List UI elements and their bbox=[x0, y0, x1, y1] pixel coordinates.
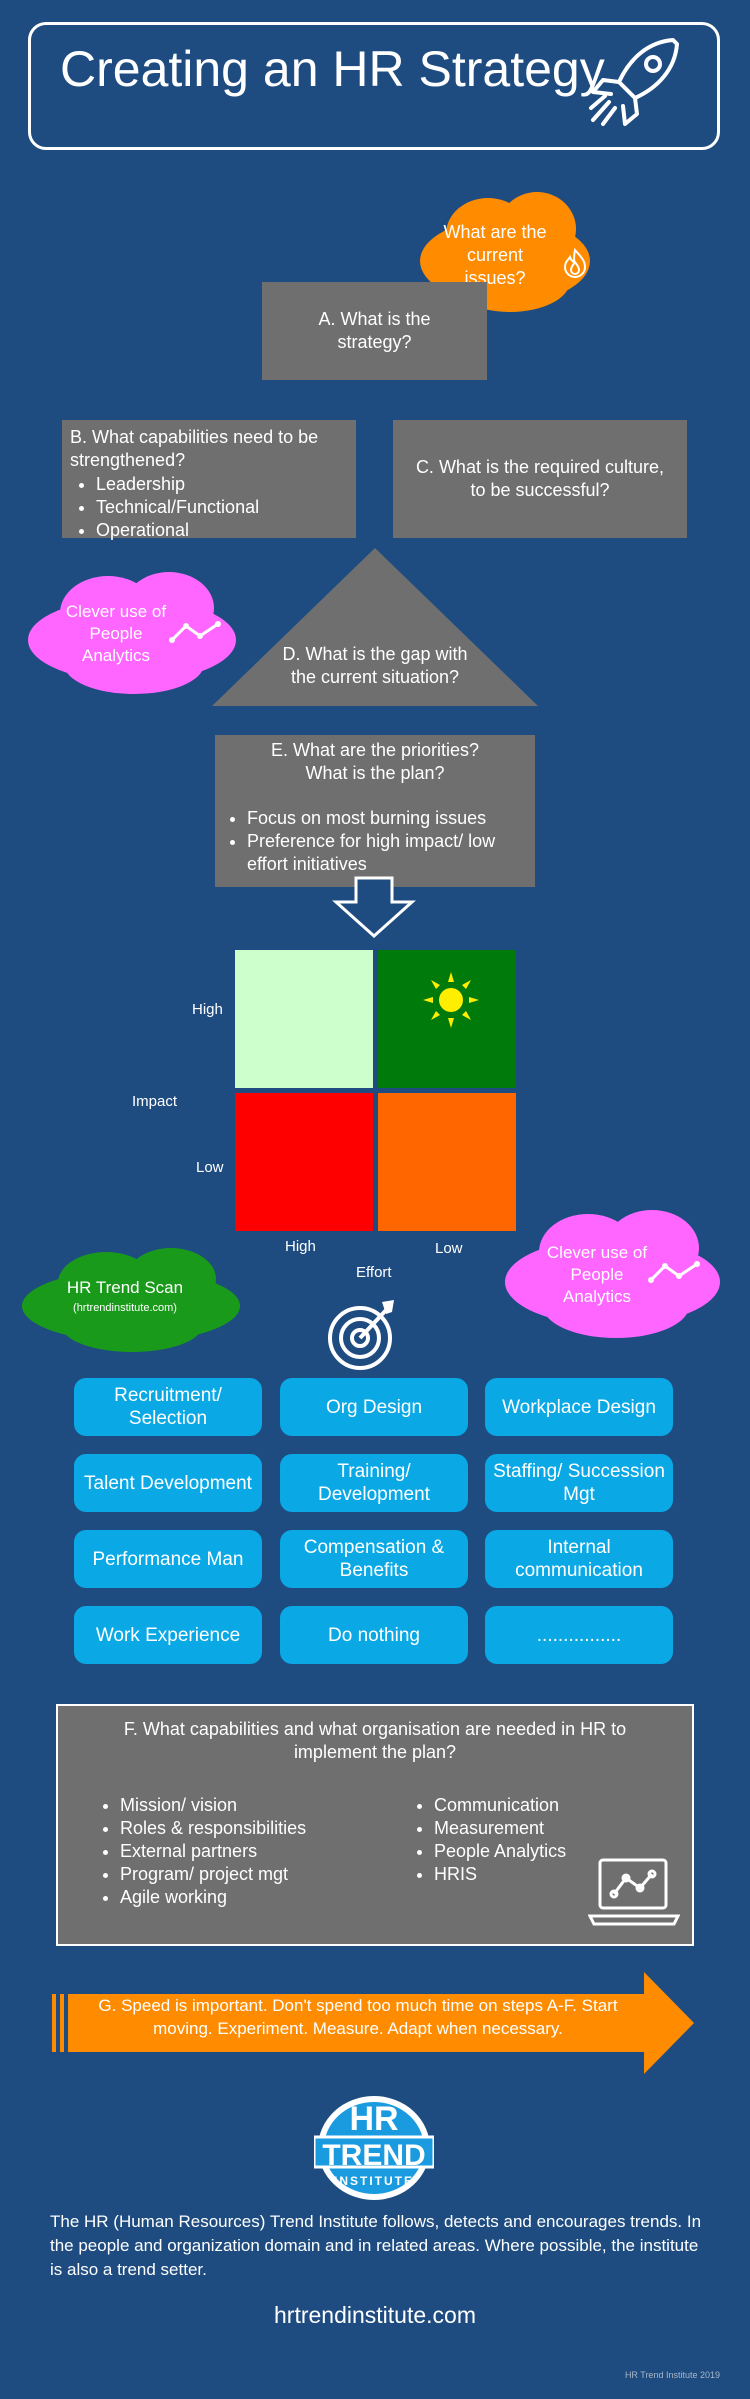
hr-trend-institute-logo bbox=[314, 2096, 434, 2200]
matrix-high-impact-low-effort bbox=[378, 950, 516, 1088]
hr-topics-grid: Recruitment/ Selection Org Design Workpl… bbox=[74, 1378, 674, 1666]
logo-line-3: INSTITUTE bbox=[334, 2174, 414, 2188]
footer-url[interactable]: hrtrendinstitute.com bbox=[274, 2302, 476, 2328]
title-frame bbox=[28, 22, 720, 150]
tile-staffing: Staffing/ Succession Mgt bbox=[485, 1454, 673, 1512]
step-d-text: D. What is the gap with the current situ… bbox=[282, 644, 468, 687]
footer-description: The HR (Human Resources) Trend Institute… bbox=[50, 2212, 702, 2279]
section-g-text: G. Speed is important. Don't spend too m… bbox=[98, 1996, 618, 2038]
matrix-low-impact-label: Low bbox=[196, 1159, 224, 1176]
section-f-title: F. What capabilities and what organisati… bbox=[123, 1719, 627, 1762]
section-f-item: Mission/ vision bbox=[120, 1794, 374, 1817]
analytics-line-icon bbox=[648, 1261, 700, 1283]
tile-do-nothing: Do nothing bbox=[280, 1606, 468, 1664]
footer-credit: HR Trend Institute 2019 bbox=[624, 2370, 720, 2380]
sun-icon bbox=[423, 972, 479, 1028]
fire-icon bbox=[563, 248, 587, 278]
tile-recruitment: Recruitment/ Selection bbox=[74, 1378, 262, 1436]
trend-scan-title: HR Trend Scan bbox=[66, 1278, 184, 1297]
analytics-cloud-1: Clever use of People Analytics bbox=[28, 572, 236, 694]
tile-more: ................ bbox=[485, 1606, 673, 1664]
logo-line-2: TREND bbox=[322, 2139, 426, 2172]
tile-performance: Performance Man bbox=[74, 1530, 262, 1588]
tile-work-experience: Work Experience bbox=[74, 1606, 262, 1664]
matrix-high-impact-label: High bbox=[192, 1001, 223, 1018]
section-f-item: Communication bbox=[434, 1794, 628, 1817]
trend-scan-subtitle: (hrtrendinstitute.com) bbox=[73, 1302, 177, 1314]
step-e-title: E. What are the priorities? What is the … bbox=[270, 740, 480, 783]
tile-internal-communication: Internal communication bbox=[485, 1530, 673, 1588]
matrix-high-impact-high-effort bbox=[235, 950, 373, 1088]
step-e-item: Focus on most burning issues bbox=[247, 807, 529, 830]
rocket-icon bbox=[589, 38, 679, 126]
step-b-box: B. What capabilities need to be strength… bbox=[62, 420, 356, 540]
section-f-item: Agile working bbox=[120, 1886, 374, 1909]
laptop-icon bbox=[588, 1858, 680, 1926]
step-e-box: E. What are the priorities? What is the … bbox=[215, 735, 535, 887]
section-f-item: Program/ project mgt bbox=[120, 1863, 374, 1886]
logo-line-1: HR bbox=[349, 2100, 399, 2138]
step-d-triangle bbox=[212, 548, 538, 706]
section-g-arrow bbox=[52, 1972, 694, 2074]
section-f-box: F. What capabilities and what organisati… bbox=[56, 1704, 694, 1946]
analytics-cloud-1-text: Clever use of People Analytics bbox=[65, 602, 167, 665]
step-c-box: C. What is the required culture, to be s… bbox=[393, 420, 687, 538]
matrix-low-impact-low-effort bbox=[378, 1093, 516, 1231]
tile-org-design: Org Design bbox=[280, 1378, 468, 1436]
section-f-item: External partners bbox=[120, 1840, 374, 1863]
matrix-low-impact-high-effort bbox=[235, 1093, 373, 1231]
section-f-list-2: Communication Measurement People Analyti… bbox=[408, 1794, 628, 1886]
analytics-line-icon bbox=[169, 621, 221, 643]
tile-workplace-design: Workplace Design bbox=[485, 1378, 673, 1436]
step-b-item: Technical/Functional bbox=[96, 496, 348, 519]
step-b-item: Operational bbox=[96, 519, 348, 542]
arrow-down-icon bbox=[332, 876, 416, 938]
section-f-list-1: Mission/ vision Roles & responsibilities… bbox=[94, 1794, 374, 1909]
section-f-item: HRIS bbox=[434, 1863, 628, 1886]
step-a-box: A. What is the strategy? bbox=[262, 282, 487, 380]
section-f-item: People Analytics bbox=[434, 1840, 628, 1863]
matrix-low-effort-label: Low bbox=[435, 1240, 463, 1257]
analytics-cloud-2-text: Clever use of People Analytics bbox=[546, 1243, 648, 1306]
trend-scan-cloud: HR Trend Scan (hrtrendinstitute.com) bbox=[22, 1248, 240, 1352]
target-icon bbox=[328, 1300, 394, 1370]
step-e-item: Preference for high impact/ low effort i… bbox=[247, 830, 529, 876]
matrix-effort-axis-label: Effort bbox=[356, 1264, 392, 1281]
matrix-impact-axis-label: Impact bbox=[132, 1093, 178, 1110]
issues-cloud-text: What are the current issues? bbox=[443, 221, 547, 288]
step-b-title: B. What capabilities need to be strength… bbox=[70, 427, 319, 470]
tile-talent-development: Talent Development bbox=[74, 1454, 262, 1512]
section-f-item: Measurement bbox=[434, 1817, 628, 1840]
section-f-item: Roles & responsibilities bbox=[120, 1817, 374, 1840]
matrix-high-effort-label: High bbox=[285, 1238, 316, 1255]
tile-training: Training/ Development bbox=[280, 1454, 468, 1512]
tile-compensation: Compensation & Benefits bbox=[280, 1530, 468, 1588]
step-b-item: Leadership bbox=[96, 473, 348, 496]
page-title: Creating an HR Strategy bbox=[60, 41, 605, 97]
analytics-cloud-2: Clever use of People Analytics bbox=[505, 1210, 720, 1338]
